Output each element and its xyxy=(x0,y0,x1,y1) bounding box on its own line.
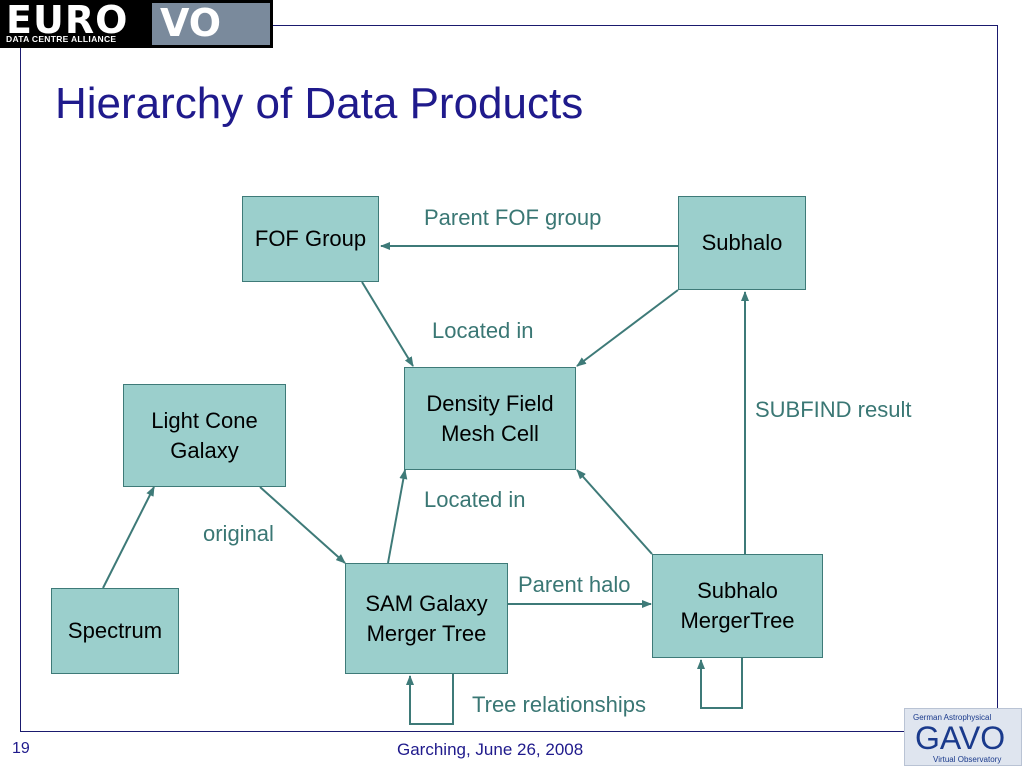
node-sam-galaxy-line1: SAM Galaxy xyxy=(365,590,488,616)
label-tree-relationships: Tree relationships xyxy=(472,692,647,717)
edge-spectrum-to-lightcone xyxy=(102,486,155,589)
node-subhalo-merger-line1: Subhalo xyxy=(697,578,778,603)
label-located-in-bottom: Located in xyxy=(424,487,526,512)
node-sam-galaxy-line2: Merger Tree xyxy=(366,620,487,646)
node-subhalo-label: Subhalo xyxy=(701,230,783,255)
node-light-cone-line2: Galaxy xyxy=(170,437,239,463)
label-parent-halo: Parent halo xyxy=(518,572,631,597)
slide-frame xyxy=(20,25,998,732)
node-light-cone-galaxy: Light Cone Galaxy xyxy=(123,384,286,487)
edge-fof-to-density xyxy=(361,281,414,367)
gavo-logo-top: German Astrophysical xyxy=(913,713,992,722)
node-density-field-line1: Density Field xyxy=(426,390,554,416)
label-subfind-result: SUBFIND result xyxy=(755,397,912,422)
node-light-cone-line1: Light Cone xyxy=(151,407,258,433)
euro-vo-logo: EURO VO DATA CENTRE ALLIANCE xyxy=(0,0,273,48)
label-original: original xyxy=(203,521,274,546)
edge-lightcone-to-sam xyxy=(259,486,346,564)
logo-vo-box: VO xyxy=(152,3,270,45)
gavo-logo: German Astrophysical GAVO Virtual Observ… xyxy=(904,708,1022,766)
slide-title: Hierarchy of Data Products xyxy=(55,79,584,128)
label-located-in-top: Located in xyxy=(432,318,534,343)
node-density-field-line2: Mesh Cell xyxy=(441,420,539,446)
edge-subhalomerger-self-loop xyxy=(697,658,743,709)
node-fof-group-label: FOF Group xyxy=(254,226,367,251)
edge-subhalomerger-to-density xyxy=(576,469,653,555)
node-subhalo-merger-line2: MergerTree xyxy=(680,608,795,633)
footer-event: Garching, June 26, 2008 xyxy=(397,740,584,759)
node-fof-group: FOF Group xyxy=(242,196,379,282)
logo-euro-text: EURO xyxy=(6,0,129,42)
edge-sam-to-density xyxy=(387,469,408,564)
node-density-field: Density Field Mesh Cell xyxy=(404,367,576,470)
node-spectrum: Spectrum xyxy=(51,588,179,674)
node-spectrum-label: Spectrum xyxy=(67,618,163,643)
edge-subhalo-to-density xyxy=(576,289,679,367)
logo-vo-text: VO xyxy=(160,1,222,45)
page-number: 19 xyxy=(12,740,30,757)
gavo-logo-main: GAVO xyxy=(915,720,1006,756)
logo-subtitle: DATA CENTRE ALLIANCE xyxy=(6,34,117,44)
node-subhalo-merger-tree: Subhalo MergerTree xyxy=(652,554,823,658)
edge-sam-self-loop xyxy=(406,674,454,725)
gavo-logo-bottom: Virtual Observatory xyxy=(933,755,1002,764)
label-parent-fof-group: Parent FOF group xyxy=(424,205,602,230)
node-subhalo: Subhalo xyxy=(678,196,806,290)
node-sam-galaxy: SAM Galaxy Merger Tree xyxy=(345,563,508,674)
